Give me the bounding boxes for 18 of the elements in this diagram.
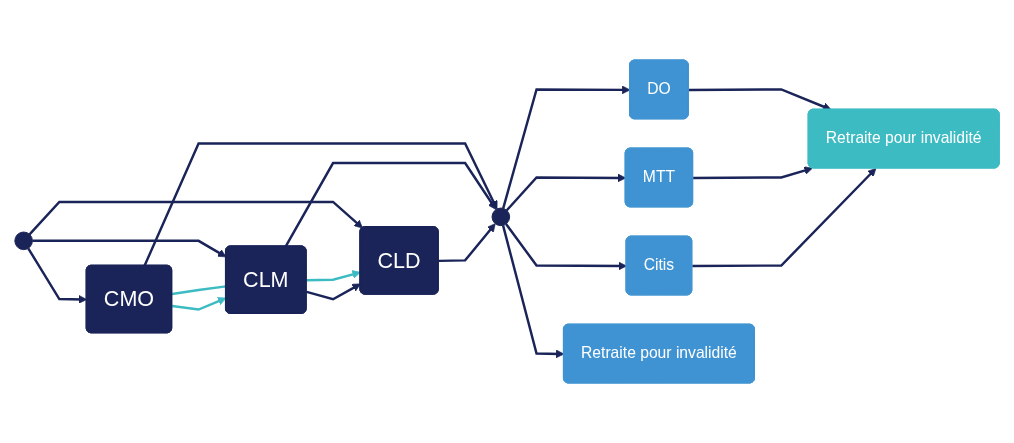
- node-circle: [491, 207, 511, 227]
- arrow: [172, 297, 227, 311]
- arrow: [693, 166, 813, 180]
- arrow: [688, 88, 832, 111]
- arrow: [505, 223, 627, 271]
- arrow: [438, 223, 496, 263]
- arrow: [32, 239, 227, 258]
- arrow: [692, 168, 877, 268]
- arrow: [143, 142, 498, 267]
- arrow: [27, 247, 88, 304]
- arrow: [502, 85, 631, 209]
- node-circle: [14, 231, 33, 251]
- arrow: [501, 225, 565, 359]
- connector: [171, 285, 227, 296]
- arrow: [505, 173, 627, 212]
- arrow: [306, 270, 361, 282]
- arrow: [28, 200, 363, 236]
- arrow: [306, 283, 361, 301]
